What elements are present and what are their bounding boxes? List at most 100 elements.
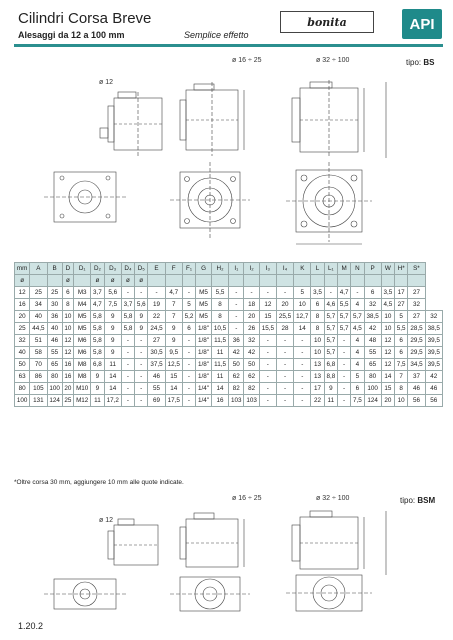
table-cell: 28,5 [407,322,426,335]
table-subheader-cell [380,274,396,287]
table-cell: 131 [29,394,48,407]
table-cell: - [336,394,352,407]
table-cell: M5 [73,310,92,323]
table-cell: 20 [275,298,295,311]
table-cell: 11,5 [210,334,230,347]
table-cell: 17 [394,286,409,299]
table-cell: M5 [195,310,212,323]
table-cell: 27 [407,310,426,323]
table-cell: 82 [243,382,260,395]
bs-tipo-prefix: tipo: [406,58,422,67]
table-cell: M12 [73,394,92,407]
table-cell: 42 [424,370,444,383]
table-cell: 10 [310,346,325,359]
table-cell: 15 [164,370,183,383]
table-cell: 36 [46,310,63,323]
table-cell: 55 [363,346,382,359]
table-cell: 42 [243,346,260,359]
bsm-label-12: ø 12 [99,517,114,524]
table-cell: 8 [61,298,75,311]
table-cell: 32 [13,334,31,347]
table-cell: 9 [134,322,149,335]
table-cell: - [336,382,352,395]
table-cell: - [134,286,149,299]
table-cell: 14 [293,322,312,335]
table-cell: 70 [29,358,48,371]
table-cell: 12,7 [293,310,312,323]
table-cell: 5,8 [90,310,105,323]
table-cell: 8 [210,298,230,311]
bs-16-25-side-view [179,82,245,156]
table-cell: - [275,358,295,371]
table-subheader-cell [228,274,245,287]
table-cell: 9 [323,382,338,395]
table-cell: M6 [73,346,92,359]
table-cell: - [181,382,197,395]
bsm-32-100-side-view [291,510,387,575]
table-cell: 8 [394,382,409,395]
table-cell: 50 [243,358,260,371]
table-cell: 5,8 [120,322,136,335]
api-logo-text: API [409,15,435,33]
table-cell: 10 [394,394,409,407]
table-cell: 7,5 [103,298,122,311]
table-cell: 10 [310,334,325,347]
table-cell: 25 [13,322,31,335]
table-cell: 9 [90,370,105,383]
table-cell: 25 [46,286,63,299]
table-cell: 12 [61,334,75,347]
table-header-cell: D₅ [134,262,149,275]
table-cell: M3 [73,286,92,299]
table-cell: 4 [350,334,365,347]
header-rule [14,44,443,47]
table-cell: - [228,322,245,335]
table-cell: 9 [103,334,122,347]
table-header-cell: H* [394,262,409,275]
table-cell: 32 [424,310,444,323]
table-cell: 11 [323,394,338,407]
table-cell: 65 [363,358,382,371]
table-subheader-cell [275,274,295,287]
table-cell: - [258,370,277,383]
table-header-cell: B [46,262,63,275]
table-subheader-cell: ø [120,274,136,287]
table-cell: 100 [363,382,382,395]
table-subheader-cell: ø [13,274,31,287]
table-cell: - [275,334,295,347]
table-cell: 9 [164,334,183,347]
table-cell: M8 [73,358,92,371]
bsm-32-100-front-view [286,574,372,612]
table-header-cell: W [380,262,396,275]
table-cell: 5 [394,310,409,323]
bsm-12-front-view [44,578,126,610]
bsm-16-25-front-view [170,576,250,612]
table-cell: 86 [29,370,48,383]
table-cell: 3,5 [310,286,325,299]
table-subheader-cell [164,274,183,287]
table-cell: 5,5 [394,322,409,335]
bsm-tipo-prefix: tipo: [400,496,416,505]
table-cell: 17,2 [103,394,122,407]
table-cell: - [258,394,277,407]
table-cell: 40 [13,346,31,359]
table-cell: 65 [46,358,63,371]
table-cell: 16 [61,370,75,383]
bs-32-100-front-view [286,162,372,245]
table-cell: - [134,382,149,395]
bsm-tipo: tipo: BSM [400,496,435,505]
table-subheader-cell [195,274,212,287]
table-cell: 7 [394,370,409,383]
table-cell: - [258,334,277,347]
bsm-label-16-25: ø 16 ÷ 25 [232,495,262,502]
table-cell: 5,8 [120,310,136,323]
table-cell: 27 [407,286,426,299]
page-subtitle: Alesaggi da 12 a 100 mm [18,30,125,40]
table-cell: 25,5 [275,310,295,323]
table-cell: 5,8 [90,322,105,335]
table-cell: 50 [228,358,245,371]
table-cell: 27 [394,298,409,311]
table-cell: 10 [380,310,396,323]
